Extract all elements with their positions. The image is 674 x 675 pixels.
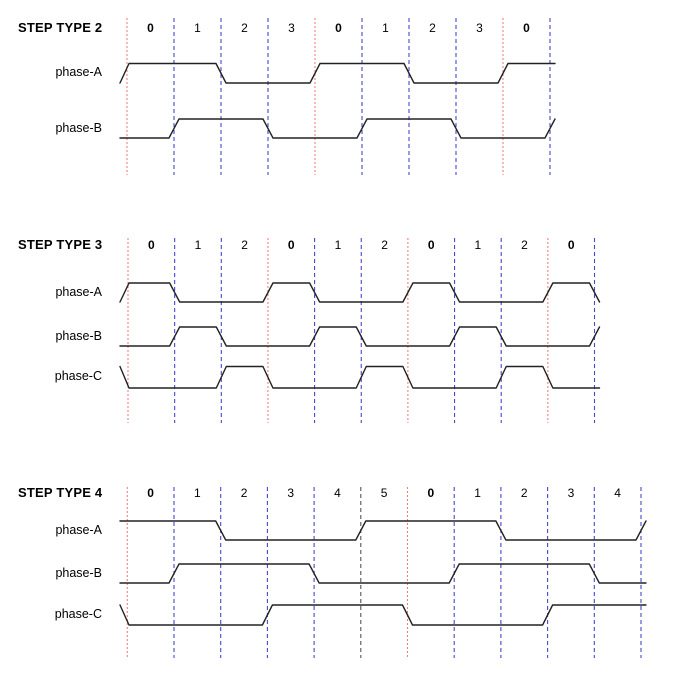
step-number-label: 2 xyxy=(521,237,528,252)
step-number-label: 0 xyxy=(287,237,295,252)
step-number-label: 2 xyxy=(381,237,388,252)
step-number-label: 2 xyxy=(241,21,248,35)
waveform-phase-A xyxy=(119,62,556,84)
waveform-phase-B xyxy=(119,563,647,584)
phase-label: phase-A xyxy=(55,65,102,80)
section-title: STEP TYPE 4 xyxy=(18,485,103,500)
waveform-phase-B xyxy=(119,326,601,347)
waveform-phase-A xyxy=(119,282,601,303)
step-number-label: 5 xyxy=(380,486,388,500)
step-number-label: 1 xyxy=(382,21,389,35)
step-number-label: 0 xyxy=(427,237,435,252)
step-number-label: 0 xyxy=(567,237,575,252)
waveform-phase-A xyxy=(119,520,647,541)
phase-label: phase-B xyxy=(55,565,102,580)
step-number-label: 0 xyxy=(147,237,155,252)
phase-label: phase-B xyxy=(55,120,102,135)
step-number-label: 3 xyxy=(287,486,295,500)
step-number-label: 0 xyxy=(335,21,342,35)
phase-label: phase-A xyxy=(55,522,102,537)
section-title: STEP TYPE 2 xyxy=(18,20,103,35)
step-number-label: 3 xyxy=(567,486,575,500)
step-number-label: 0 xyxy=(427,486,435,500)
step-number-label: 1 xyxy=(194,237,202,252)
phase-label: phase-A xyxy=(55,284,102,299)
phase-label: phase-C xyxy=(54,369,102,384)
step-number-label: 2 xyxy=(241,237,248,252)
step-number-label: 2 xyxy=(429,21,436,35)
step-number-label: 2 xyxy=(520,486,528,500)
step-number-label: 4 xyxy=(334,486,341,500)
step-number-label: 0 xyxy=(147,486,154,500)
step-number-label: 0 xyxy=(523,21,530,35)
step-number-label: 1 xyxy=(474,486,481,500)
step-number-label: 3 xyxy=(476,21,483,35)
waveform-phase-C xyxy=(119,365,601,389)
step-number-label: 2 xyxy=(240,486,248,500)
waveform-phase-B xyxy=(119,118,556,139)
step-number-label: 1 xyxy=(474,237,482,252)
step-number-label: 4 xyxy=(614,486,621,500)
step-number-label: 3 xyxy=(288,21,295,35)
waveform-phase-C xyxy=(119,604,647,626)
phase-label: phase-C xyxy=(54,607,102,621)
phase-label: phase-B xyxy=(55,328,102,343)
step-number-label: 0 xyxy=(147,21,154,35)
section-title: STEP TYPE 3 xyxy=(18,236,103,252)
step-number-label: 1 xyxy=(194,21,201,35)
step-number-label: 1 xyxy=(194,486,201,500)
step-number-label: 1 xyxy=(334,237,342,252)
